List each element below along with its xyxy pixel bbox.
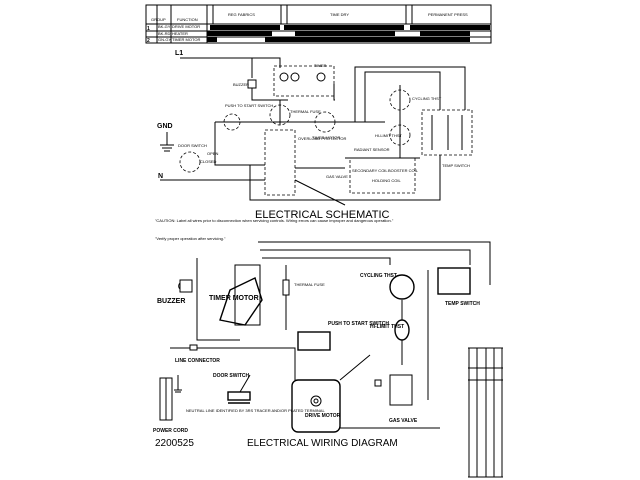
chart-group-2: 2 <box>147 38 150 44</box>
wiring-title: ELECTRICAL WIRING DIAGRAM <box>247 438 398 449</box>
holding-coil-label: HOLDING COIL <box>372 178 401 183</box>
power-cord-label: POWER CORD <box>153 428 188 434</box>
gnd-label: GND <box>157 123 173 130</box>
wd-door-switch-label: DOOR SWITCH <box>213 373 249 379</box>
timer-label: TIMER <box>314 63 327 68</box>
wd-hi-limit-label: HI-LIMIT THST <box>370 324 404 330</box>
chart-header-cycle2: TIME DRY <box>330 12 349 17</box>
chart-header-function: FUNCTION <box>177 17 198 22</box>
push-to-start-symbol <box>297 331 331 351</box>
line-connector-label: LINE CONNECTOR <box>175 358 220 364</box>
schematic-title: ELECTRICAL SCHEMATIC <box>255 209 390 221</box>
secondary-coil-label: SECONDARY COIL <box>352 168 388 173</box>
buzzer-symbol <box>247 79 257 89</box>
chart-header-group: GROUP <box>151 17 166 22</box>
hi-limit-symbol <box>394 319 410 341</box>
chart-header-cycle3: PERMANENT PRESS <box>428 12 468 17</box>
closed-label: CLOSED <box>200 159 217 164</box>
l1-label: L1 <box>175 50 183 57</box>
thermal-fuse-symbol <box>282 279 290 296</box>
temp-switch-box <box>421 109 473 156</box>
wd-drive-motor-label: DRIVE MOTOR <box>305 413 341 419</box>
door-switch-symbol <box>227 391 251 401</box>
n-label: N <box>158 173 163 180</box>
push-to-start-label: PUSH TO START SWITCH <box>225 103 273 108</box>
timer-motor-symbol <box>219 277 263 326</box>
overload-label: OVERLOAD PROTECTOR <box>298 136 346 141</box>
chart-row-contacts: GN-GY <box>158 37 171 42</box>
gas-valve-symbol <box>389 374 413 406</box>
motor-overload-box <box>264 129 296 196</box>
chart-row-function: HEATER <box>172 31 188 36</box>
part-number: 2200525 <box>155 438 194 449</box>
booster-coil-label: BOOSTER COIL <box>388 168 419 173</box>
wd-push-to-start-label: PUSH TO START SWITCH <box>328 321 389 327</box>
power-cord-plug <box>159 377 167 421</box>
cycling-thst-label: CYCLING THST <box>412 96 442 101</box>
chart-header-cycle1: REG FABRICS <box>228 12 255 17</box>
radiant-sensor-label: RADIANT SENSOR <box>354 147 390 152</box>
chart-row-contacts: BK-RD <box>158 31 171 36</box>
timer-motor-label: TIMER MOTOR <box>312 135 340 140</box>
drive-motor-symbol <box>291 379 341 433</box>
electrical-schematic: L1 BUZZER TIMER THERMAL FUSE PUSH TO STA… <box>157 50 473 221</box>
temp-switch-label: TEMP SWITCH <box>442 163 470 168</box>
chart-row-function: TIMER MOTOR <box>172 37 200 42</box>
gas-valve-label: GAS VALVE <box>326 174 348 179</box>
wd-timer-motor-label: TIMER MOTOR <box>209 295 259 302</box>
wd-cycling-thst-label: CYCLING THST <box>360 273 397 279</box>
ruled-columns <box>468 347 503 478</box>
wd-temp-switch-label: TEMP SWITCH <box>445 301 480 307</box>
wd-thermal-fuse-label: THERMAL FUSE <box>294 282 325 287</box>
verify-note: "Verify proper operation after servicing… <box>155 236 226 241</box>
buzzer-symbol <box>179 279 193 293</box>
electrical-wiring-diagram: BUZZER TIMER MOTOR THERMAL FUSE PUSH TO … <box>153 241 491 449</box>
hi-limit-label: HI-LIMIT THST <box>375 133 403 138</box>
buzzer-label: BUZZER <box>233 82 249 87</box>
wd-buzzer-label: BUZZER <box>157 298 185 305</box>
caution-text: "CAUTION: Label all wires prior to disco… <box>155 218 394 223</box>
open-label: OPEN <box>207 151 218 156</box>
chart-row-contacts: BK-GY <box>158 24 171 29</box>
temp-switch-symbol <box>437 267 471 295</box>
door-switch-label: DOOR SWITCH <box>178 143 207 148</box>
timer-chart: GROUP FUNCTION REG FABRICS TIME DRY PERM… <box>145 4 492 44</box>
timer-box <box>273 65 335 97</box>
thermal-fuse-label: THERMAL FUSE <box>290 109 321 114</box>
chart-group-1: 1 <box>147 26 150 32</box>
cycling-thst-symbol <box>389 274 415 300</box>
caution-note: "CAUTION: Label all wires prior to disco… <box>155 218 394 223</box>
chart-row-function: DRIVE MOTOR <box>172 24 200 29</box>
wd-gas-valve-label: GAS VALVE <box>389 418 418 424</box>
neutral-note: NEUTRAL LINE IDENTIFIED BY 3RS TRACER AN… <box>186 408 325 413</box>
